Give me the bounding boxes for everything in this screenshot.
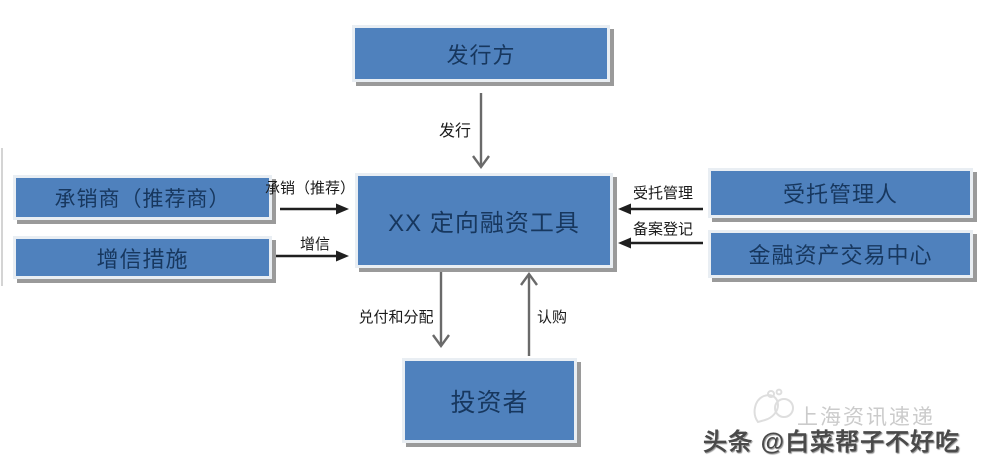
watermark-author-text: 头条 @白菜帮子不好吃 <box>703 429 961 456</box>
node-issuer-label: 发行方 <box>446 42 516 68</box>
node-financing-vehicle-label: XX 定向融资工具 <box>388 210 580 237</box>
node-underwriter: 承销商（推荐商） <box>13 175 272 220</box>
underwriting-arrow-label: 承销（推荐） <box>264 180 355 197</box>
registration-arrow <box>618 237 703 249</box>
node-credit-enhancement: 增信措施 <box>13 236 272 279</box>
credit-arrow <box>276 250 349 262</box>
node-issuer: 发行方 <box>352 25 610 82</box>
scan-artifact-line <box>1 148 3 286</box>
node-credit-enhancement-label: 增信措施 <box>96 246 189 272</box>
watermark-source-text: 上海资讯速递 <box>797 406 935 429</box>
node-trustee-manager-label: 受托管理人 <box>782 182 898 207</box>
node-financial-asset-exchange: 金融资产交易中心 <box>708 230 973 278</box>
node-financing-vehicle: XX 定向融资工具 <box>355 173 613 268</box>
node-underwriter-label: 承销商（推荐商） <box>54 187 231 211</box>
subscription-arrow <box>520 271 538 356</box>
node-investor: 投资者 <box>402 358 577 443</box>
trusteeship-arrow-label: 受托管理 <box>632 185 693 202</box>
registration-arrow-label: 备案登记 <box>632 221 693 238</box>
credit-arrow-label: 增信 <box>299 236 330 253</box>
doodle-ghost-icon <box>753 388 794 424</box>
payout-arrow-label: 兑付和分配 <box>358 309 434 326</box>
node-financial-asset-exchange-label: 金融资产交易中心 <box>748 243 933 268</box>
subscription-arrow-label: 认购 <box>536 309 567 326</box>
underwriting-arrow <box>280 203 349 215</box>
node-investor-label: 投资者 <box>450 388 529 417</box>
issue-arrow-label: 发行 <box>438 123 471 140</box>
payout-arrow <box>432 272 450 349</box>
trusteeship-arrow <box>618 203 703 215</box>
issue-arrow <box>472 93 490 170</box>
node-trustee-manager: 受托管理人 <box>708 168 973 218</box>
